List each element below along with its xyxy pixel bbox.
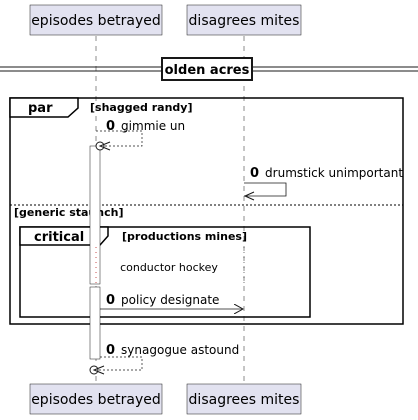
participant-episodes-betrayed-top: episodes betrayed bbox=[29, 4, 163, 36]
delay-text: conductor hockey bbox=[120, 261, 218, 274]
critical-label: critical bbox=[34, 230, 84, 245]
par-frame: par [shagged randy] [generic staunch] bbox=[9, 97, 404, 325]
par-guard: [shagged randy] bbox=[90, 101, 193, 114]
par-label: par bbox=[28, 101, 53, 116]
participant-episodes-betrayed-bottom: episodes betrayed bbox=[29, 383, 163, 415]
critical-frame: critical [productions mines] bbox=[19, 226, 311, 318]
message-label: policy designate bbox=[121, 293, 219, 307]
participant-disagrees-mites-bottom: disagrees mites bbox=[186, 383, 302, 415]
par-else-guard: [generic staunch] bbox=[14, 206, 123, 219]
divider: olden acres bbox=[0, 57, 418, 81]
participant-label: disagrees mites bbox=[189, 13, 300, 29]
participant-label: episodes betrayed bbox=[31, 392, 161, 408]
critical-guard: [productions mines] bbox=[122, 230, 247, 243]
message-number: 0 bbox=[250, 166, 259, 181]
message-number: 0 bbox=[106, 343, 115, 358]
message-number: 0 bbox=[106, 119, 115, 134]
participant-label: disagrees mites bbox=[189, 392, 300, 408]
message-synagogue-astound: 0 synagogue astound bbox=[89, 343, 239, 375]
message-policy-designate: 0 policy designate bbox=[100, 293, 243, 309]
message-gimmie-un: 0 gimmie un bbox=[95, 119, 185, 151]
message-drumstick-unimportant: 0 drumstick unimportant bbox=[243, 166, 403, 201]
message-label: gimmie un bbox=[121, 119, 185, 133]
activation-bar bbox=[89, 286, 101, 360]
message-label: synagogue astound bbox=[121, 343, 239, 357]
divider-label: olden acres bbox=[165, 63, 250, 78]
message-number: 0 bbox=[106, 293, 115, 308]
participant-label: episodes betrayed bbox=[31, 13, 161, 29]
activation-bar bbox=[89, 145, 101, 285]
message-label: drumstick unimportant bbox=[265, 166, 403, 180]
participant-disagrees-mites-top: disagrees mites bbox=[186, 4, 302, 36]
